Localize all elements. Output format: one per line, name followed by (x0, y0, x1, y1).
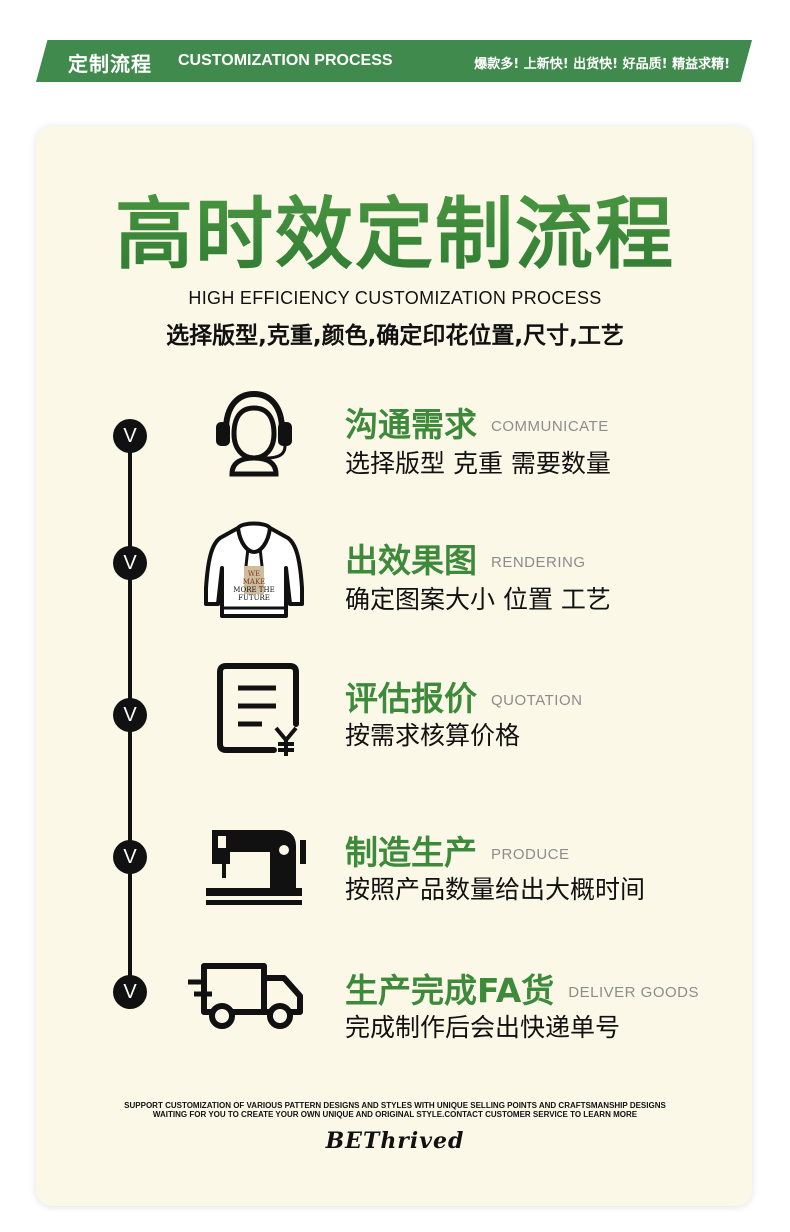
hoodie-icon: WE MAKE MORE THE FUTURE (204, 521, 304, 618)
print-line: MORE THE (233, 586, 274, 594)
step-title: 评估报价 QUOTATION (345, 672, 582, 720)
step-marker: V (113, 840, 147, 874)
step-title: 出效果图 RENDERING (345, 534, 586, 582)
print-line: MAKE (243, 578, 266, 586)
sewing-machine-icon (206, 830, 306, 905)
step-title-text: 出效果图 (345, 541, 477, 580)
step-title-en: COMMUNICATE (491, 418, 609, 435)
banner-slogan: 爆款多! 上新快! 出货快! 好品质! 精益求精! (474, 57, 730, 72)
step-desc: 确定图案大小 位置 工艺 (345, 585, 611, 614)
step-marker: V (113, 419, 147, 453)
step-desc: 完成制作后会出快递单号 (345, 1013, 621, 1042)
step-title: 沟通需求 COMMUNICATE (345, 398, 609, 446)
footer-line: SUPPORT CUSTOMIZATION OF VARIOUS PATTERN… (124, 1101, 666, 1110)
step-title: 制造生产 PRODUCE (345, 826, 570, 874)
print-line: FUTURE (238, 594, 270, 602)
step-title-en: RENDERING (491, 554, 586, 571)
invoice-icon (217, 663, 299, 756)
top-banner: 定制流程 CUSTOMIZATION PROCESS 爆款多! 上新快! 出货快… (36, 40, 752, 82)
step-title: 生产完成FA货 DELIVER GOODS (345, 964, 699, 1012)
delivery-truck-icon (188, 963, 303, 1029)
step-marker: V (113, 698, 147, 732)
banner-title: 定制流程 (68, 52, 152, 76)
footer-line: WAITING FOR YOU TO CREATE YOUR OWN UNIQU… (152, 1110, 638, 1119)
step-marker: V (113, 546, 147, 580)
step-desc: 按需求核算价格 (345, 721, 521, 750)
step-title-en: DELIVER GOODS (568, 984, 699, 1001)
print-line: WE (248, 570, 260, 578)
step-title-en: QUOTATION (491, 692, 583, 709)
headset-icon (216, 390, 292, 477)
subtitle-en: HIGH EFFICIENCY CUSTOMIZATION PROCESS (188, 288, 602, 308)
step-marker: V (113, 975, 147, 1009)
process-card (36, 126, 752, 1206)
brand-logo: BEThrived (325, 1128, 465, 1154)
step-title-text: 制造生产 (345, 833, 477, 872)
subtitle-cn: 选择版型,克重,颜色,确定印花位置,尺寸,工艺 (166, 323, 624, 349)
step-title-text: 评估报价 (345, 679, 477, 718)
step-title-text: 生产完成FA货 (345, 971, 555, 1010)
step-title-text: 沟通需求 (345, 405, 477, 444)
step-desc: 选择版型 克重 需要数量 (345, 449, 611, 478)
step-title-en: PRODUCE (491, 846, 570, 863)
banner-title-en: CUSTOMIZATION PROCESS (178, 52, 393, 69)
step-desc: 按照产品数量给出大概时间 (345, 875, 646, 904)
page-title: 高时效定制流程 (0, 172, 790, 284)
